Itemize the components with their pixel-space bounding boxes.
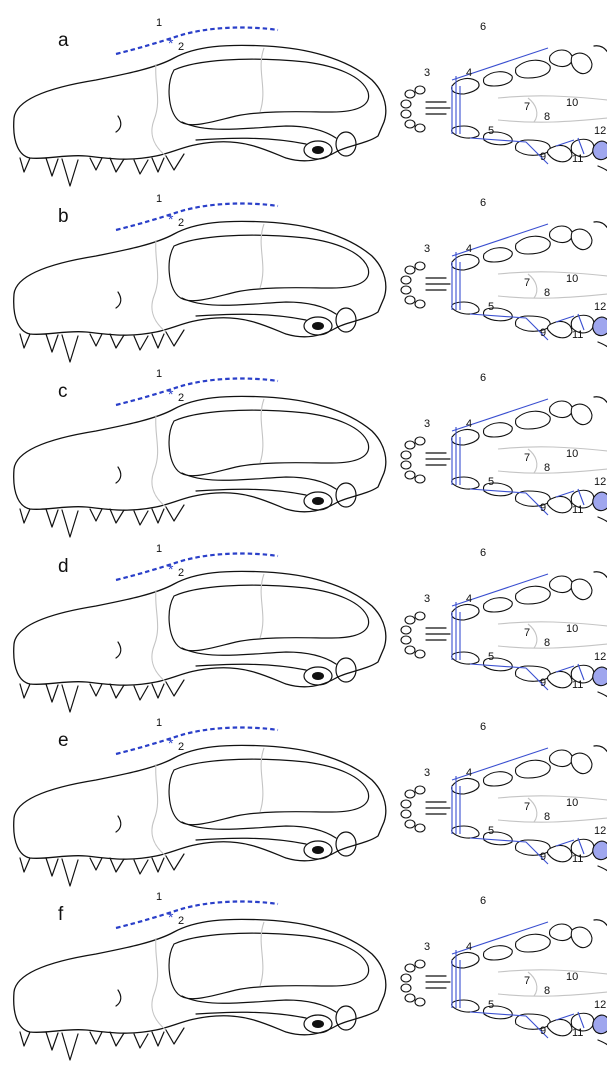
label-2: 2	[178, 392, 184, 404]
label-3: 3	[424, 67, 430, 79]
label-12: 12	[594, 999, 606, 1011]
label-4: 4	[466, 767, 472, 779]
label-4: 4	[466, 243, 472, 255]
label-10: 10	[566, 623, 578, 635]
label-12: 12	[594, 125, 606, 137]
label-11: 11	[572, 329, 583, 341]
panel-b: b 1 * 2 3 4 5 6 7 8 9 10 11 12	[14, 193, 607, 362]
panel-letter-c: c	[58, 381, 68, 402]
panel-a: a 1 * 2 3 4 5 6 7 8 9 10 11 12	[14, 17, 607, 186]
label-3: 3	[424, 941, 430, 953]
label-10: 10	[566, 97, 578, 109]
lateral-skull-view	[14, 396, 386, 537]
label-9: 9	[540, 327, 546, 339]
label-1: 1	[156, 368, 162, 380]
label-6: 6	[480, 721, 486, 733]
label-5: 5	[488, 651, 494, 663]
label-3: 3	[424, 243, 430, 255]
label-5: 5	[488, 825, 494, 837]
label-8: 8	[544, 111, 550, 123]
lateral-skull-view	[14, 221, 386, 362]
label-6: 6	[480, 547, 486, 559]
label-5: 5	[488, 301, 494, 313]
label-10: 10	[566, 971, 578, 983]
label-5: 5	[488, 476, 494, 488]
label-1: 1	[156, 891, 162, 903]
lateral-skull-view	[14, 571, 386, 712]
label-10: 10	[566, 273, 578, 285]
label-7: 7	[524, 627, 530, 639]
label-8: 8	[544, 811, 550, 823]
nasion-star-marker: *	[168, 735, 174, 751]
label-11: 11	[572, 853, 583, 865]
label-2: 2	[178, 741, 184, 753]
panel-letter-a: a	[58, 30, 69, 51]
label-5: 5	[488, 125, 494, 137]
label-7: 7	[524, 101, 530, 113]
label-2: 2	[178, 567, 184, 579]
panel-letter-e: e	[58, 730, 69, 751]
label-3: 3	[424, 593, 430, 605]
label-7: 7	[524, 277, 530, 289]
nasion-star-marker: *	[168, 35, 174, 51]
lateral-skull-view	[14, 919, 386, 1060]
label-12: 12	[594, 301, 606, 313]
label-1: 1	[156, 543, 162, 555]
label-7: 7	[524, 975, 530, 987]
label-11: 11	[572, 1027, 583, 1039]
label-4: 4	[466, 593, 472, 605]
panel-letter-f: f	[58, 904, 64, 925]
panel-letter-b: b	[58, 206, 69, 227]
panel-letter-d: d	[58, 556, 69, 577]
label-1: 1	[156, 193, 162, 205]
label-6: 6	[480, 21, 486, 33]
label-9: 9	[540, 1025, 546, 1037]
label-4: 4	[466, 418, 472, 430]
label-7: 7	[524, 452, 530, 464]
label-1: 1	[156, 717, 162, 729]
label-8: 8	[544, 287, 550, 299]
label-11: 11	[572, 679, 583, 691]
nasion-star-marker: *	[168, 909, 174, 925]
label-4: 4	[466, 67, 472, 79]
label-12: 12	[594, 651, 606, 663]
nasion-star-marker: *	[168, 561, 174, 577]
label-6: 6	[480, 895, 486, 907]
label-3: 3	[424, 418, 430, 430]
label-10: 10	[566, 448, 578, 460]
label-12: 12	[594, 476, 606, 488]
panel-d: d 1 * 2 3 4 5 6 7 8 9 10 11 12	[14, 543, 607, 712]
label-6: 6	[480, 197, 486, 209]
label-8: 8	[544, 637, 550, 649]
label-3: 3	[424, 767, 430, 779]
label-2: 2	[178, 217, 184, 229]
panel-f: f 1 * 2 3 4 5 6 7 8 9 10 11 12	[14, 891, 607, 1060]
lateral-skull-view	[14, 45, 386, 186]
label-1: 1	[156, 17, 162, 29]
label-12: 12	[594, 825, 606, 837]
label-11: 11	[572, 504, 583, 516]
panel-e: e 1 * 2 3 4 5 6 7 8 9 10 11 12	[14, 717, 607, 886]
label-2: 2	[178, 915, 184, 927]
label-9: 9	[540, 677, 546, 689]
label-10: 10	[566, 797, 578, 809]
nasion-star-marker: *	[168, 211, 174, 227]
label-8: 8	[544, 985, 550, 997]
panel-c: c 1 * 2 3 4 5 6 7 8 9 10 11 12	[14, 368, 607, 537]
label-11: 11	[572, 153, 583, 165]
label-2: 2	[178, 41, 184, 53]
label-9: 9	[540, 151, 546, 163]
nasion-star-marker: *	[168, 386, 174, 402]
label-9: 9	[540, 851, 546, 863]
label-7: 7	[524, 801, 530, 813]
label-8: 8	[544, 462, 550, 474]
label-6: 6	[480, 372, 486, 384]
lateral-skull-view	[14, 745, 386, 886]
label-5: 5	[488, 999, 494, 1011]
label-9: 9	[540, 502, 546, 514]
label-4: 4	[466, 941, 472, 953]
